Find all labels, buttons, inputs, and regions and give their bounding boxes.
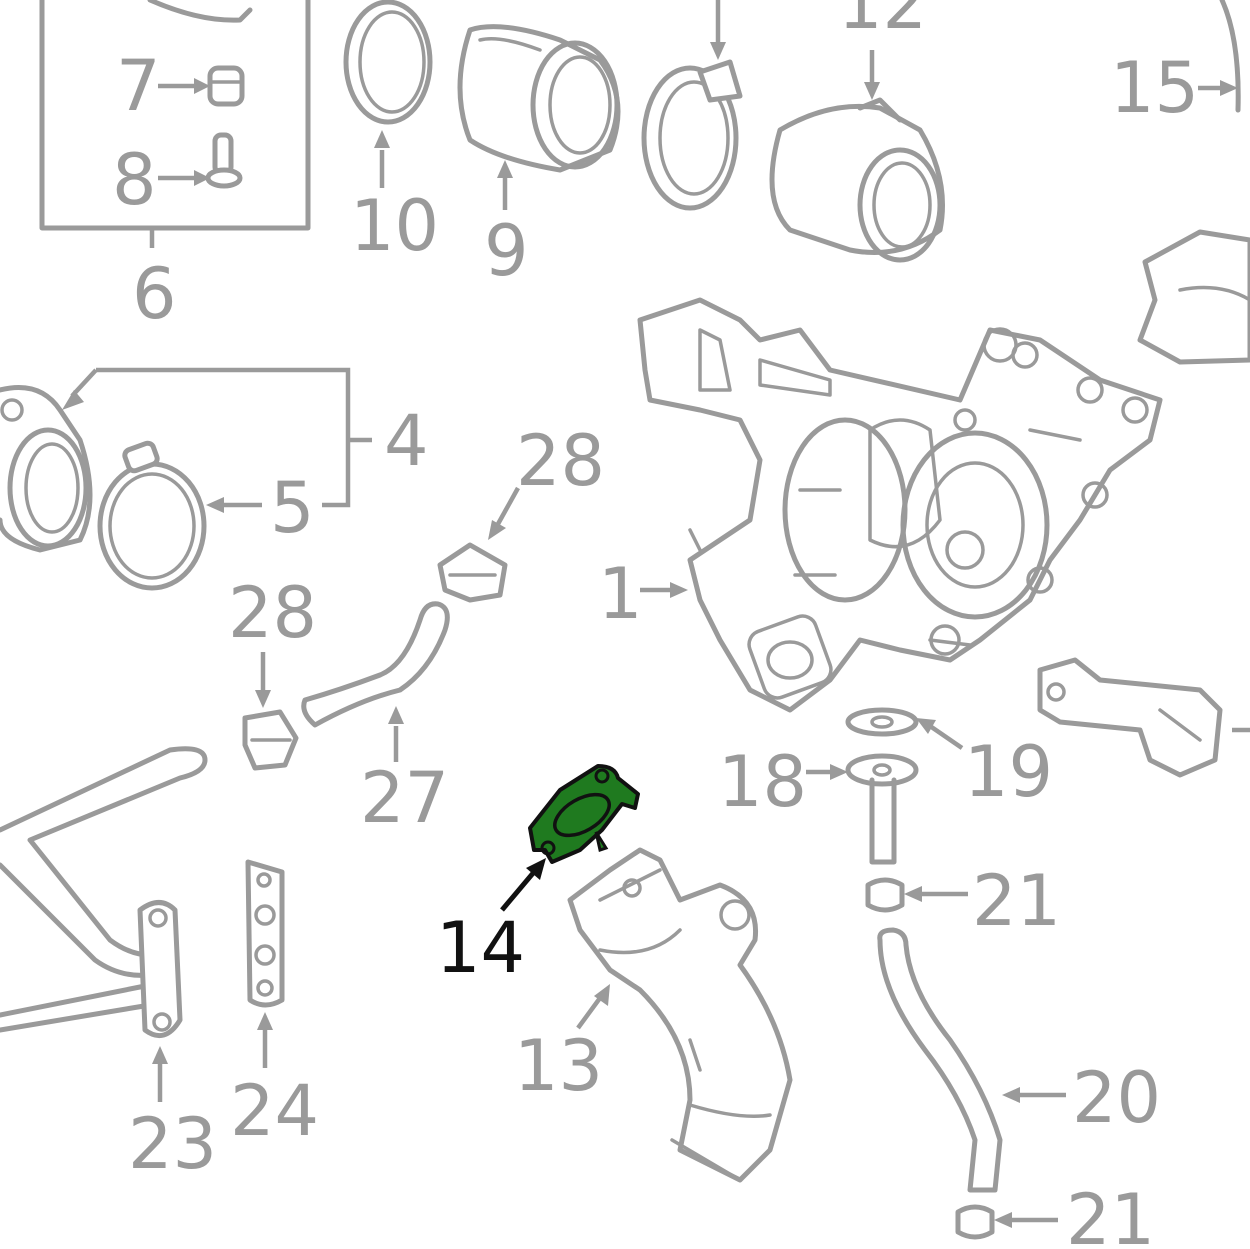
callout-28-lower: 28 — [228, 572, 317, 654]
callout-24: 24 — [230, 1070, 319, 1152]
callout-9: 9 — [484, 210, 529, 292]
callout-13: 13 — [514, 1025, 603, 1107]
callout-21-upper: 21 — [972, 860, 1061, 942]
callout-10: 10 — [350, 185, 439, 267]
callout-5: 5 — [270, 467, 315, 549]
part-15-pipe — [1198, 0, 1241, 113]
part-5-clamp — [97, 440, 207, 591]
callout-18: 18 — [718, 741, 807, 823]
callout-15: 15 — [1110, 47, 1199, 129]
part-19-gasket — [845, 707, 964, 750]
part-12-hose — [769, 50, 945, 263]
part-gasket-right — [1137, 229, 1250, 365]
callout-20: 20 — [1072, 1057, 1161, 1139]
callout-27: 27 — [360, 757, 449, 839]
leader-14 — [500, 858, 546, 912]
callout-21-lower: 21 — [1066, 1179, 1155, 1249]
part-13-pipe — [567, 847, 793, 1183]
part-14-flange-highlighted — [528, 764, 640, 864]
part-1-turbocharger — [637, 297, 1163, 713]
part-28-clamp-upper — [437, 486, 520, 603]
part-9-hose — [457, 24, 621, 210]
part-bracket-right — [1037, 657, 1250, 778]
part-21-clip-lower — [955, 1204, 1058, 1240]
callout-4: 4 — [384, 400, 429, 482]
part-24-gasket — [245, 859, 285, 1068]
callout-6: 6 — [132, 253, 177, 335]
leader-7 — [158, 78, 210, 94]
part-23-pipe — [0, 746, 208, 1102]
part-20-hose — [877, 927, 1066, 1193]
callout-23: 23 — [128, 1103, 217, 1185]
callout-12: 12 — [838, 0, 927, 45]
part-28-clamp-lower — [242, 652, 299, 771]
part-7-nut — [207, 65, 245, 107]
part-4-coupler — [0, 385, 93, 553]
callout-7: 7 — [116, 45, 161, 127]
part-8-bolt — [205, 132, 243, 189]
part-27-hose — [301, 601, 450, 762]
callout-14: 14 — [436, 907, 525, 989]
part-21-clip-upper — [865, 877, 968, 913]
leader-8 — [158, 170, 210, 186]
part-group-6 — [39, 0, 311, 248]
callout-8: 8 — [112, 139, 157, 221]
part-10-clamp — [343, 0, 433, 188]
callout-1: 1 — [598, 553, 643, 635]
part-18-tube — [806, 753, 919, 865]
leader-4-5 — [62, 367, 372, 513]
callout-19: 19 — [964, 731, 1053, 813]
part-11-clamp — [641, 0, 743, 211]
callout-28-upper: 28 — [516, 420, 605, 502]
callout-labels: 7 8 6 10 9 12 15 4 5 28 1 28 27 18 19 14… — [112, 0, 1199, 1249]
